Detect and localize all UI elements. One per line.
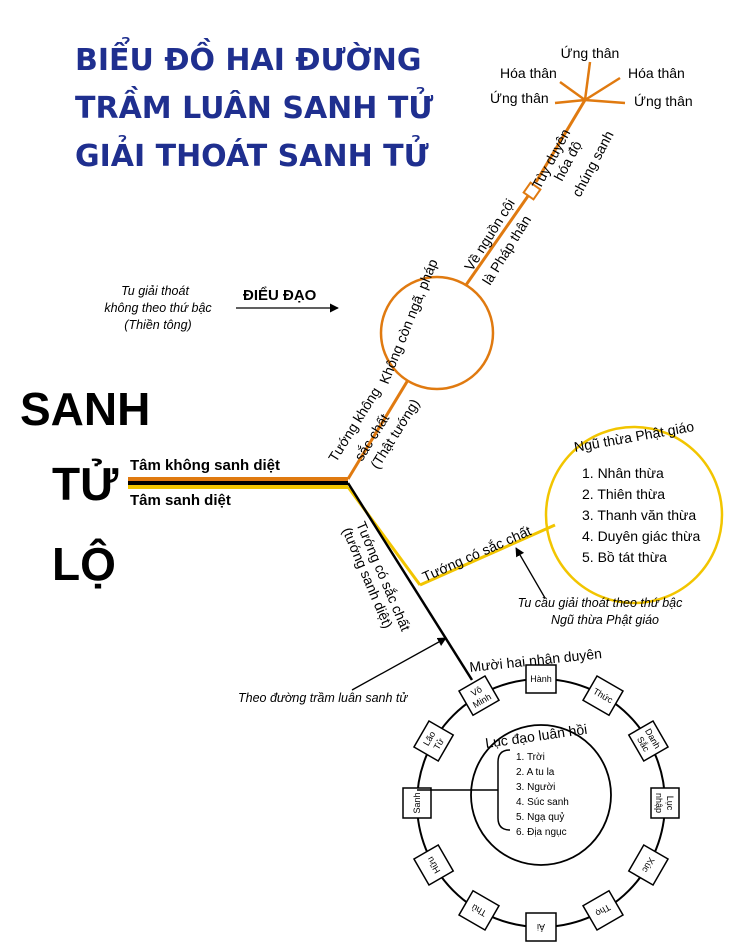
return-label-3: chúng sanh <box>569 128 617 199</box>
link-label: Sanh <box>412 792 422 813</box>
link-box-8: Ái <box>525 912 557 942</box>
link-box-frame <box>525 912 557 942</box>
link-label: nhập <box>654 793 664 813</box>
link-label: Vô <box>469 684 484 698</box>
star-label-left: Ứng thân <box>490 90 549 106</box>
side-word-sanh: SANH <box>20 383 150 435</box>
link-box-frame <box>412 719 455 763</box>
trunk-top-label: Tâm không sanh diệt <box>130 457 280 474</box>
link-box-frame <box>581 889 625 932</box>
trunk-bottom-label: Tâm sanh diệt <box>130 492 231 509</box>
star-label-upper-right: Hóa thân <box>628 65 685 81</box>
link-box-frame <box>402 787 432 819</box>
five-vehicles-note-2: Ngũ thừa Phật giáo <box>551 613 659 627</box>
lower-note-arrow <box>351 637 447 691</box>
link-box-10: Hữu <box>412 843 455 887</box>
sudden-arrow-label: ĐIỂU ĐẠO <box>243 286 317 304</box>
realm-item-2: 2. A tu la <box>516 767 555 778</box>
side-word-tu: TỬ <box>52 458 119 510</box>
five-vehicles-circle <box>544 425 724 605</box>
link-box-frame <box>525 664 557 694</box>
five-vehicles-arrow <box>515 547 546 599</box>
link-box-2: Hành <box>525 664 557 694</box>
link-box-7: Thọ <box>581 889 625 932</box>
link-box-frame <box>457 889 501 932</box>
sudden-note-1: Tu giải thoát <box>121 284 189 298</box>
vehicle-item-1: 1. Nhân thừa <box>582 465 664 481</box>
link-box-frame <box>581 674 625 717</box>
link-box-frame <box>627 719 670 763</box>
link-box-6: Xúc <box>627 843 670 887</box>
lower-note: Theo đường trầm luân sanh tử <box>238 691 408 705</box>
link-box-frame <box>627 843 670 887</box>
vehicle-item-2: 2. Thiên thừa <box>582 486 665 502</box>
sudden-note-3: (Thiền tông) <box>124 318 191 332</box>
five-vehicles-note-1: Tu cầu giải thoát theo thứ bậc <box>518 596 683 610</box>
realm-item-3: 3. Người <box>516 782 555 793</box>
circle-label: Không còn ngã, pháp <box>376 257 441 387</box>
star-label-upper-left: Hóa thân <box>500 65 557 81</box>
six-realms-circle <box>470 724 612 866</box>
link-box-11: Sanh <box>402 787 432 819</box>
link-box-3: Thức <box>581 674 625 717</box>
title-line-1: BIỂU ĐỒ HAI ĐƯỜNG <box>75 37 421 78</box>
title-line-3: GIẢI THOÁT SANH TỬ <box>75 134 429 174</box>
star-label-top: Ứng thân <box>561 45 620 61</box>
realm-item-5: 5. Ngạ quỷ <box>516 811 564 823</box>
link-box-9: Thủ <box>457 889 501 932</box>
yellow-path-label: Tướng có sắc chất <box>420 522 534 584</box>
link-label: Hành <box>530 674 552 684</box>
link-label: Ái <box>537 922 545 932</box>
six-realms-brace <box>497 749 511 831</box>
title-line-2: TRẦM LUÂN SANH TỬ <box>75 86 433 126</box>
vehicle-item-4: 4. Duyên giác thừa <box>582 528 701 544</box>
lower-black-path <box>346 482 474 681</box>
upper-orange-path <box>346 99 587 480</box>
five-vehicles-title: Ngũ thừa Phật giáo <box>573 418 696 455</box>
link-box-frame <box>412 843 455 887</box>
star-label-right: Ứng thân <box>634 93 693 109</box>
trikaya-star <box>554 61 626 105</box>
trunk-line <box>128 477 348 489</box>
link-label: Tử <box>432 737 446 752</box>
vehicle-item-3: 3. Thanh văn thừa <box>582 507 696 523</box>
link-box-frame <box>650 787 680 819</box>
link-box-frame <box>457 674 501 717</box>
sudden-note-2: không theo thứ bậc <box>104 301 212 315</box>
realm-item-4: 4. Súc sanh <box>516 797 569 808</box>
realm-item-1: 1. Trời <box>516 752 545 763</box>
side-word-lo: LỘ <box>52 538 116 590</box>
yellow-path-up <box>419 523 556 587</box>
realm-item-6: 6. Địa ngục <box>516 827 567 838</box>
vehicle-item-5: 5. Bồ tát thừa <box>582 549 667 565</box>
link-label: Lục <box>665 796 675 811</box>
